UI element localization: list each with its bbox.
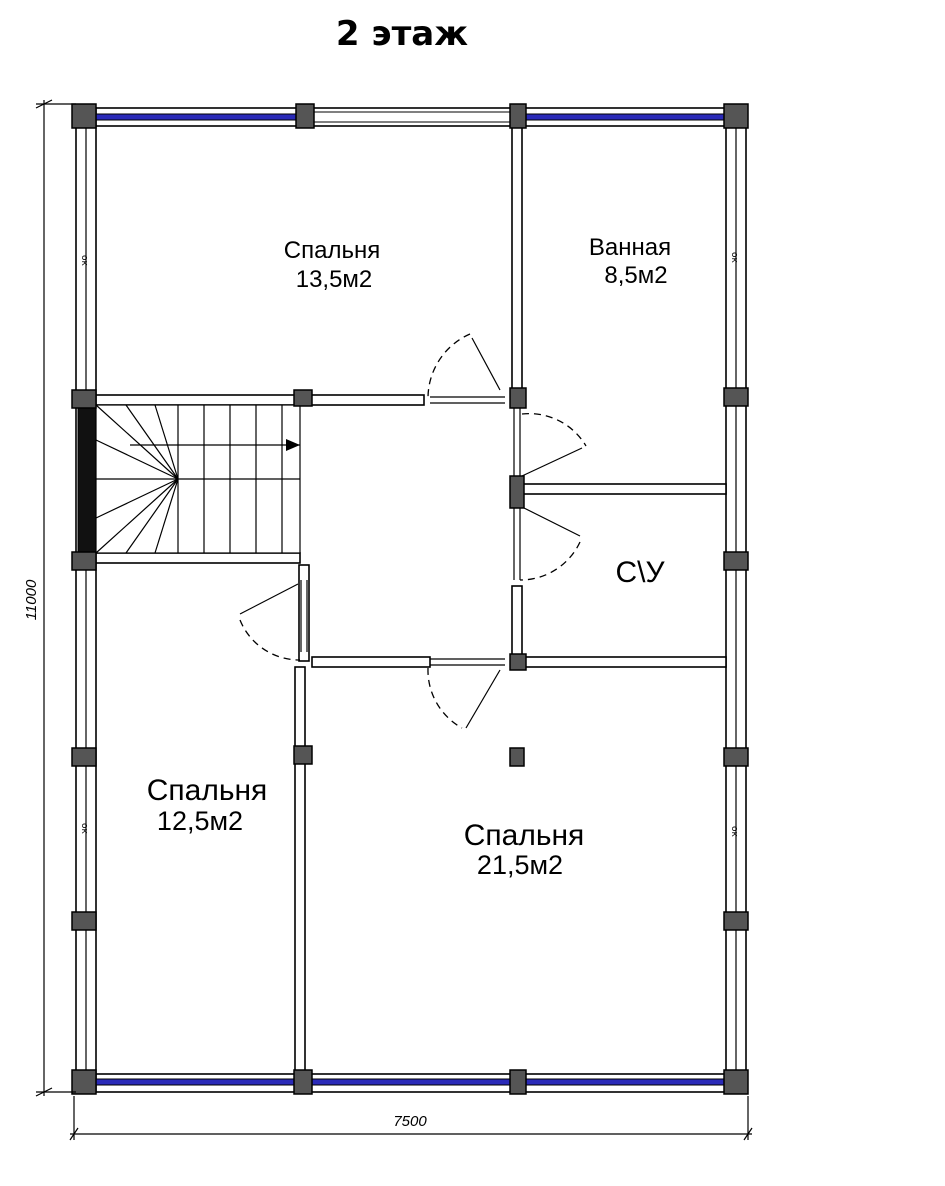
- staircase: [77, 401, 301, 555]
- room-name: С\У: [615, 556, 665, 589]
- room-name: Ванная: [589, 234, 671, 261]
- dimension-width: 7500: [69, 1096, 753, 1141]
- room-area: 13,5м2: [296, 266, 373, 293]
- room-name: Спальня: [464, 819, 585, 852]
- room-name: Спальня: [147, 774, 268, 807]
- width-dimension: 7500: [393, 1113, 427, 1130]
- window-mark: ок: [79, 823, 89, 835]
- room-area: 21,5м2: [477, 850, 563, 880]
- window-marks: ок ок ок ок: [79, 252, 739, 838]
- dimension-height: 11000: [23, 99, 76, 1097]
- window-mark: ок: [79, 255, 89, 267]
- room-name: Спальня: [284, 237, 380, 264]
- wall-posts: [71, 103, 749, 1095]
- window-mark: ок: [729, 826, 739, 838]
- doors: [239, 333, 587, 729]
- top-opening: [313, 111, 511, 123]
- room-area: 12,5м2: [157, 806, 243, 836]
- window-mark: ок: [729, 252, 739, 264]
- height-dimension: 11000: [23, 579, 40, 620]
- plan-title: 2 этаж: [336, 14, 468, 54]
- room-labels: Спальня 13,5м2 Ванная 8,5м2 С\У Спальня …: [147, 234, 671, 880]
- door-openings: [300, 396, 521, 666]
- room-area: 8,5м2: [604, 262, 667, 289]
